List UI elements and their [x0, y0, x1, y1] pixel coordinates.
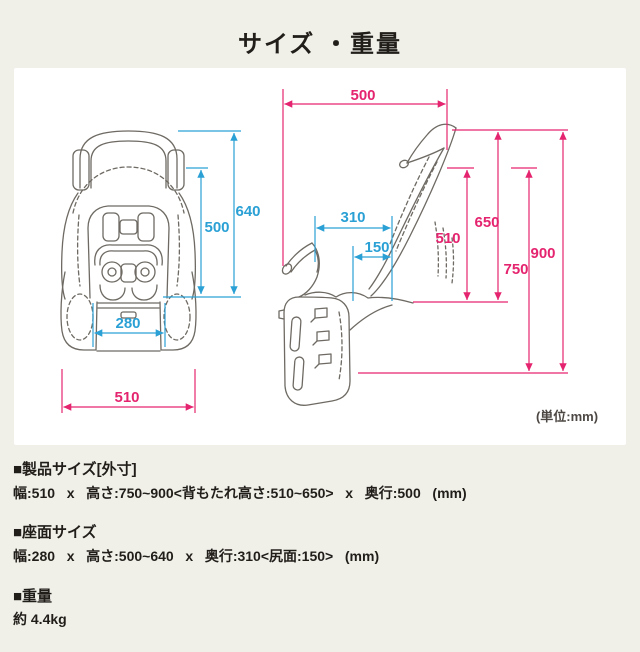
front-height-640-label: 640 — [235, 203, 260, 220]
side-backrest-510-label: 510 — [435, 230, 460, 247]
side-view-dim-lines-pink — [282, 89, 568, 374]
page-title: サイズ ・重量 — [238, 31, 402, 58]
side-view-dim-lines-cyan — [314, 216, 393, 301]
side-height-900-label: 900 — [530, 245, 555, 262]
spec-section-seat-size: ■座面サイズ 幅:280 x 高さ:500~640 x 奥行:310<尻面:15… — [13, 525, 627, 564]
side-view-drawing — [278, 123, 457, 406]
front-width-510-label: 510 — [114, 389, 139, 406]
size-diagram-panel: 640 500 280 510 500 310 150 — [14, 68, 626, 445]
spec-value-weight: 約 4.4kg — [13, 611, 67, 628]
unit-label: (単位:mm) — [536, 409, 598, 424]
front-view-drawing — [60, 130, 197, 352]
spec-heading-product-size: ■製品サイズ[外寸] — [13, 461, 137, 478]
side-backrest-650-label: 650 — [474, 214, 499, 231]
spec-value-product-size: 幅:510 x 高さ:750~900<背もたれ高さ:510~650> x 奥行:… — [13, 484, 467, 501]
size-diagram: 640 500 280 510 500 310 150 — [60, 87, 598, 424]
spec-text-block: ■製品サイズ[外寸] 幅:510 x 高さ:750~900<背もたれ高さ:510… — [13, 461, 627, 652]
front-view-dim-lines-cyan — [92, 130, 241, 347]
spec-section-product-size: ■製品サイズ[外寸] 幅:510 x 高さ:750~900<背もたれ高さ:510… — [13, 461, 627, 501]
front-inner-width-280-label: 280 — [115, 315, 140, 332]
side-seat-150-label: 150 — [364, 239, 389, 256]
front-view-dim-lines-pink — [61, 369, 196, 413]
side-depth-500-label: 500 — [350, 87, 375, 104]
front-backrest-500-label: 500 — [204, 219, 229, 236]
spec-heading-seat-size: ■座面サイズ — [13, 524, 97, 542]
side-depth-310-label: 310 — [340, 209, 365, 226]
spec-section-weight: ■重量 約 4.4kg — [13, 587, 627, 628]
spec-heading-weight: ■重量 — [13, 587, 53, 605]
spec-value-seat-size: 幅:280 x 高さ:500~640 x 奥行:310<尻面:150> (mm) — [13, 547, 380, 564]
side-height-750-label: 750 — [503, 261, 528, 278]
